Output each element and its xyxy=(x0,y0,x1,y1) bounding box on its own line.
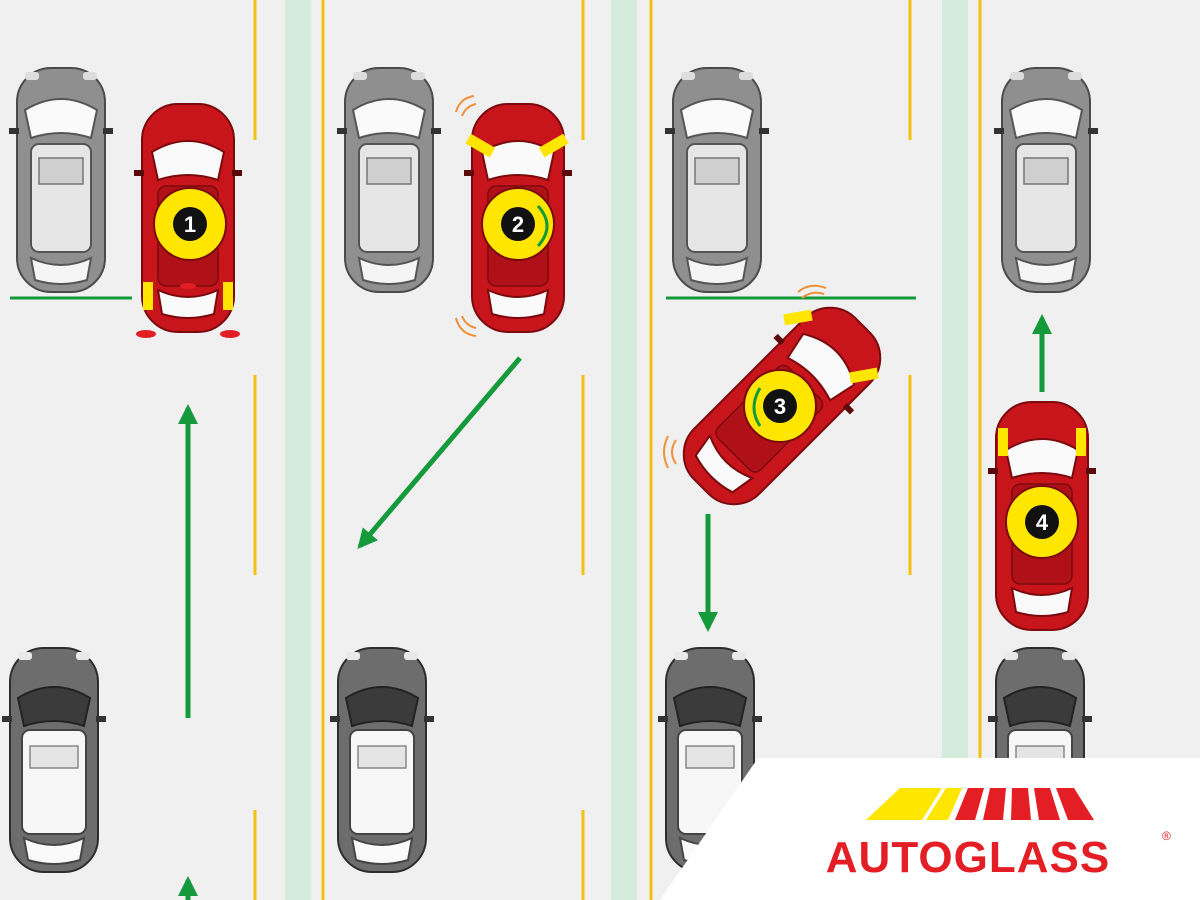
parked-car-front xyxy=(336,67,442,293)
indicator-signal-icon xyxy=(455,95,477,337)
step-badge-2: 2 xyxy=(481,187,555,261)
brake-light-icon xyxy=(180,283,196,289)
brake-light-icon xyxy=(136,330,156,338)
direction-arrow xyxy=(357,356,522,550)
steering-rotate-icon xyxy=(752,387,762,427)
brand-logo: AUTOGLASS ® xyxy=(660,758,1200,900)
lane-lines xyxy=(321,0,982,900)
step-badge-3: 3 xyxy=(743,369,817,443)
svg-text:3: 3 xyxy=(774,394,786,419)
median-strip xyxy=(611,0,637,900)
median-strip xyxy=(942,0,968,900)
median-strip xyxy=(285,0,311,900)
steering-rotate-icon xyxy=(536,204,549,248)
step-badge-1: 1 xyxy=(153,187,227,261)
brake-light-icon xyxy=(220,330,240,338)
indicator-signal-icon xyxy=(783,309,813,326)
indicator-signal-icon xyxy=(223,282,233,310)
step-badge-4: 4 xyxy=(1005,485,1079,559)
registered-mark: ® xyxy=(1162,829,1171,843)
indicator-signal-icon xyxy=(143,282,153,310)
svg-text:2: 2 xyxy=(512,212,524,237)
indicator-signal-icon xyxy=(465,133,496,158)
parked-car-front xyxy=(8,67,114,293)
indicator-signal-icon xyxy=(998,428,1008,456)
logo-stripes xyxy=(866,788,1094,820)
indicator-signal-icon xyxy=(849,367,879,384)
parked-car-front xyxy=(664,67,770,293)
indicator-signal-icon xyxy=(663,284,827,469)
indicator-signal-icon xyxy=(538,133,569,158)
svg-text:1: 1 xyxy=(184,212,196,237)
parked-car-rear xyxy=(329,647,435,873)
parked-car-front xyxy=(993,67,1099,293)
logo-text: AUTOGLASS xyxy=(826,833,1110,882)
indicator-signal-icon xyxy=(1076,428,1086,456)
lane-dashes xyxy=(253,0,912,900)
parked-car-rear xyxy=(1,647,107,873)
svg-text:4: 4 xyxy=(1036,510,1049,535)
